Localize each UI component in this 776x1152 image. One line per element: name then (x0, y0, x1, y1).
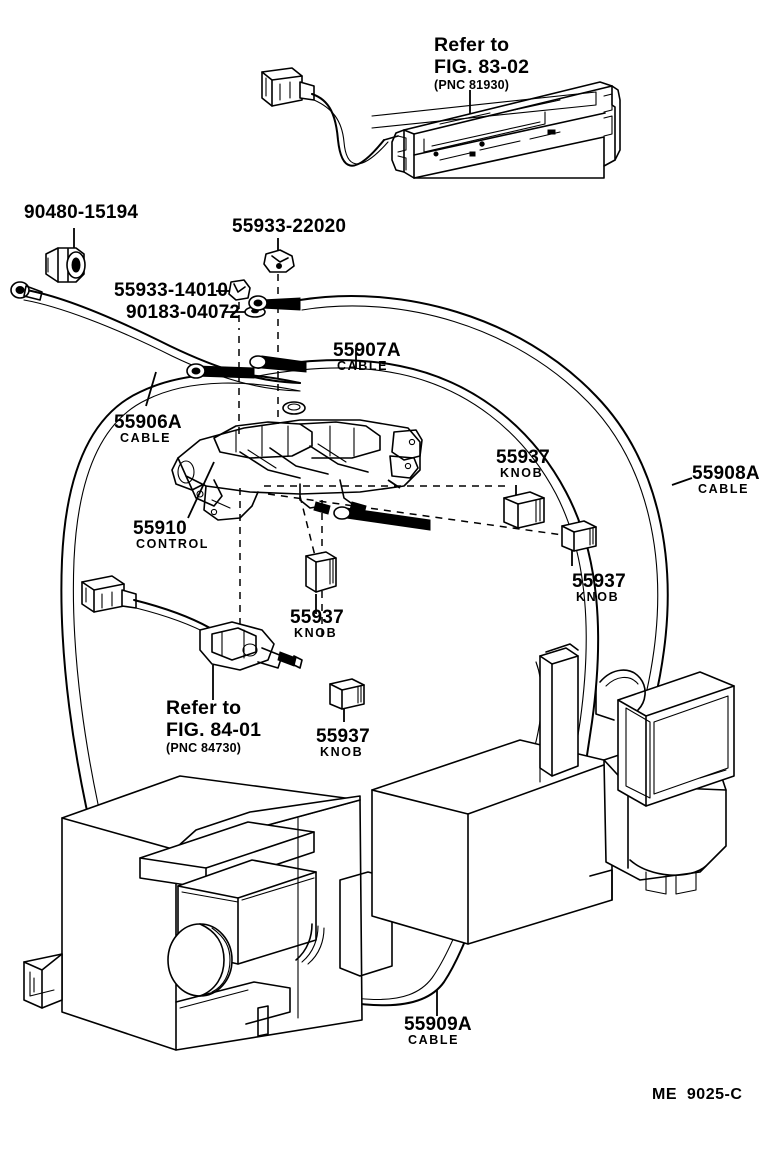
knob-55937-c (305, 551, 337, 614)
part-sublabel-55908A: CABLE (698, 482, 750, 496)
blower-unit (371, 643, 735, 945)
part-sublabel-55937-a: KNOB (500, 466, 544, 480)
reference-fig-84-01-line2: FIG. 84-01 (166, 719, 262, 741)
knob-55937-b (561, 520, 597, 566)
part-label-55937-d: 55937 (316, 726, 370, 747)
part-label-90183-04072: 90183-04072 (126, 302, 241, 323)
part-sublabel-55937-b: KNOB (576, 590, 620, 604)
part-label-55933-22020: 55933-22020 (232, 216, 347, 237)
reference-fig-84-01-line1: Refer to (166, 697, 242, 719)
part-sublabel-55907A: CABLE (337, 359, 389, 373)
control-assembly-55910 (171, 306, 431, 531)
part-sublabel-55937-c: KNOB (294, 626, 338, 640)
part-label-55910: 55910 (133, 518, 187, 539)
part-sublabel-55906A: CABLE (120, 431, 172, 445)
part-label-55937-a: 55937 (496, 447, 550, 468)
reference-fig-83-02-pnc: (PNC 81930) (434, 78, 510, 92)
part-grommet-90480 (45, 228, 86, 283)
part-label-90480-15194: 90480-15194 (24, 202, 139, 223)
part-label-55933-14010: 55933-14010 (114, 280, 229, 301)
heater-unit (23, 775, 393, 1051)
panel-connector (261, 67, 399, 167)
reference-fig-84-01-pnc: (PNC 84730) (166, 741, 242, 755)
knob-55937-a (503, 485, 545, 529)
diagram-footer-code: ME 9025-C (652, 1086, 743, 1103)
part-label-55906A: 55906A (114, 412, 182, 433)
control-panel-assembly (261, 67, 621, 179)
part-sublabel-55910: CONTROL (136, 537, 209, 551)
part-label-55909A: 55909A (404, 1014, 472, 1035)
part-label-55937-b: 55937 (572, 571, 626, 592)
knob-55937-d (329, 678, 365, 722)
part-label-55907A: 55907A (333, 340, 401, 361)
part-clip-55933-22020 (263, 238, 295, 300)
reference-fig-83-02-line1: Refer to (434, 34, 510, 56)
part-sublabel-55937-d: KNOB (320, 745, 364, 759)
part-label-55908A: 55908A (692, 463, 760, 484)
part-label-55937-c: 55937 (290, 607, 344, 628)
part-sublabel-55909A: CABLE (408, 1033, 460, 1047)
switch-assembly-84-01 (81, 575, 303, 700)
reference-fig-83-02-line2: FIG. 83-02 (434, 56, 530, 78)
part-clip-55933-14010 (216, 279, 251, 330)
